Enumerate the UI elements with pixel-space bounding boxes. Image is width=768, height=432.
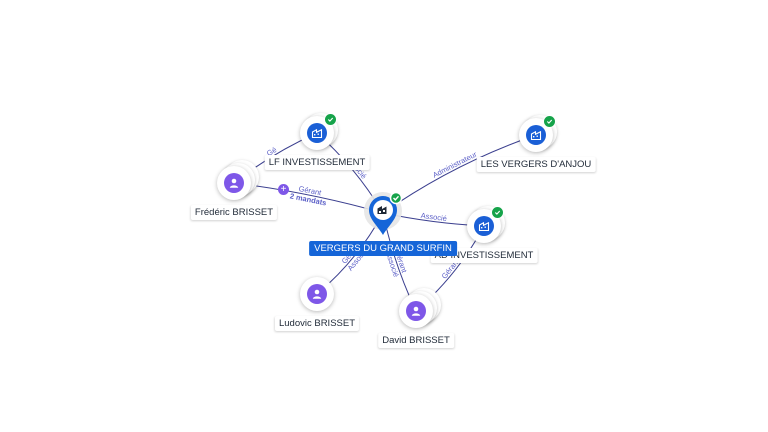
person-icon bbox=[406, 301, 426, 321]
node-circle bbox=[467, 206, 504, 243]
person-icon bbox=[307, 284, 327, 304]
node-label: LF INVESTISSEMENT bbox=[264, 155, 370, 170]
verified-check-icon bbox=[491, 206, 504, 219]
node-circle-stack bbox=[217, 160, 259, 200]
verified-check-icon bbox=[324, 113, 337, 126]
edge-label-fred-lf: Gé bbox=[265, 145, 278, 158]
node-circle bbox=[519, 115, 556, 152]
edge-center-lva bbox=[382, 134, 537, 214]
node-circle-stack bbox=[519, 115, 557, 152]
edge-label-center-ad: Associé bbox=[420, 211, 447, 223]
edge-label-center-lva: Administrateur bbox=[431, 149, 479, 179]
center-node-label: VERGERS DU GRAND SURFIN bbox=[309, 241, 457, 256]
expand-mandates-icon[interactable]: + bbox=[278, 184, 289, 195]
map-pin-icon bbox=[364, 191, 403, 235]
node-circle-stack bbox=[300, 277, 334, 311]
node-label: Ludovic BRISSET bbox=[274, 316, 360, 331]
node-circle-stack bbox=[300, 113, 338, 150]
node-circle bbox=[300, 113, 337, 150]
node-circle-stack bbox=[467, 206, 505, 243]
verified-check-icon bbox=[543, 115, 556, 128]
node-circle bbox=[399, 294, 433, 328]
company-icon bbox=[307, 123, 327, 143]
company-icon bbox=[526, 125, 546, 145]
node-label: LES VERGERS D'ANJOU bbox=[476, 157, 596, 172]
node-circle-stack bbox=[399, 288, 441, 328]
company-icon bbox=[474, 216, 494, 236]
node-label: David BRISSET bbox=[378, 333, 454, 348]
person-icon bbox=[224, 173, 244, 193]
node-circle bbox=[300, 277, 334, 311]
node-label: AD INVESTISSEMENT bbox=[430, 248, 538, 263]
node-label: Frédéric BRISSET bbox=[190, 205, 278, 220]
node-circle bbox=[217, 166, 251, 200]
